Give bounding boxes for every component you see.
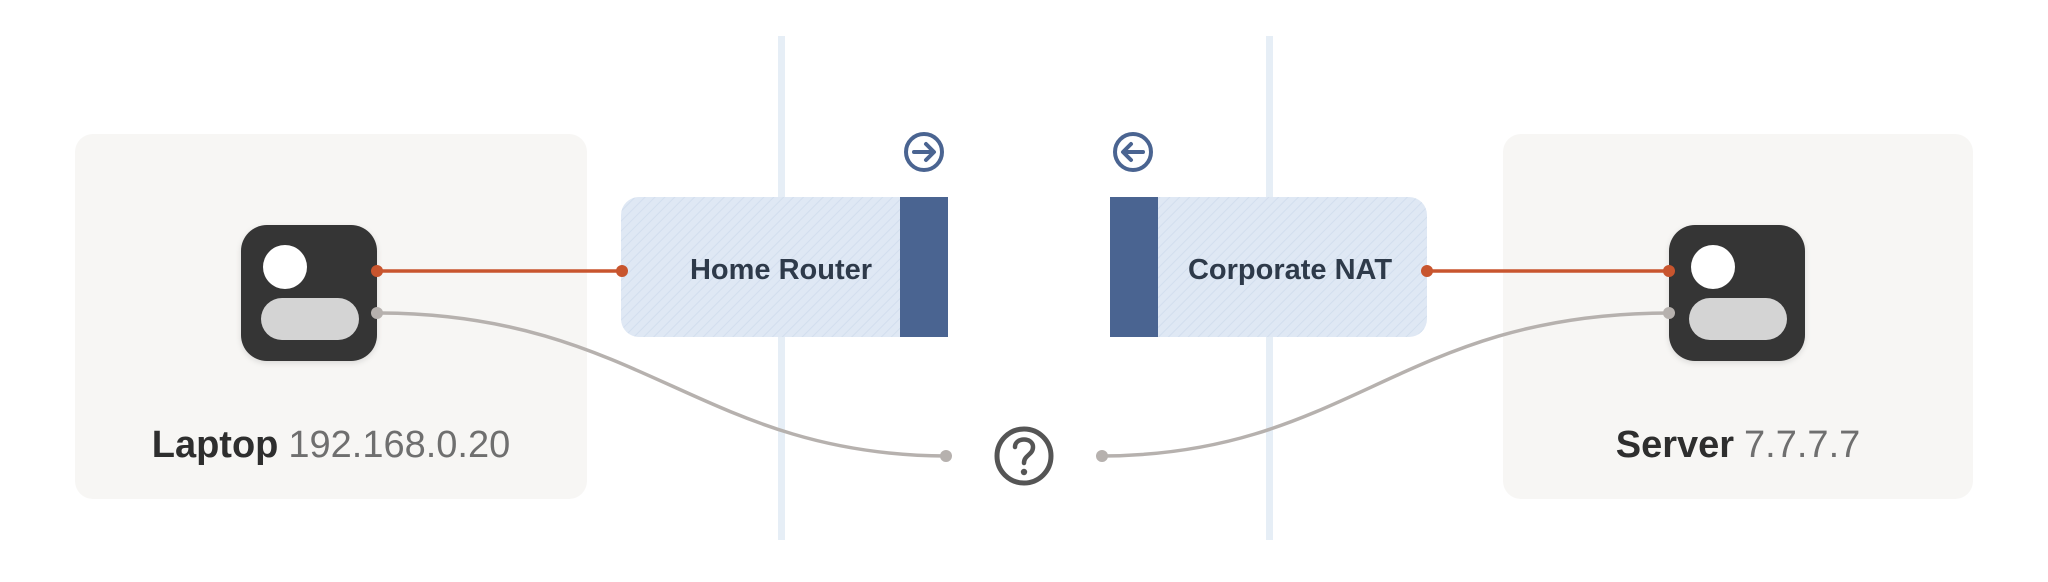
laptop-unknown-wire bbox=[376, 311, 947, 458]
arrow-left-circle-icon bbox=[1113, 132, 1153, 172]
wire-endpoint bbox=[1663, 265, 1675, 277]
wire-endpoint bbox=[940, 450, 952, 462]
question-circle-icon bbox=[994, 426, 1054, 486]
wire-endpoint bbox=[1663, 307, 1675, 319]
wire-endpoint bbox=[371, 265, 383, 277]
active-connections bbox=[371, 265, 1675, 277]
server-ip: 7.7.7.7 bbox=[1744, 424, 1860, 466]
home-router-bar bbox=[900, 197, 948, 337]
laptop-ip: 192.168.0.20 bbox=[288, 424, 510, 466]
home-router-label: Home Router bbox=[690, 254, 872, 286]
unknown-connections bbox=[371, 307, 1675, 462]
corporate-nat-label: Corporate NAT bbox=[1188, 254, 1392, 286]
corporate-nat-box bbox=[1110, 197, 1427, 337]
corporate-nat-bar bbox=[1110, 197, 1158, 337]
computer-icon bbox=[1669, 225, 1805, 361]
computer-icon bbox=[241, 225, 377, 361]
home-router-box bbox=[621, 197, 948, 337]
corporate-nat-node: Corporate NAT bbox=[1110, 132, 1427, 337]
wire-endpoint bbox=[616, 265, 628, 277]
wire-endpoint bbox=[371, 307, 383, 319]
server-unknown-wire bbox=[1101, 311, 1670, 458]
home-router-node: Home Router bbox=[621, 132, 948, 337]
arrow-right-circle-icon bbox=[904, 132, 944, 172]
wire-endpoint bbox=[1421, 265, 1433, 277]
laptop-name: Laptop bbox=[152, 424, 279, 466]
server-name: Server bbox=[1616, 424, 1735, 466]
wire-endpoint bbox=[1096, 450, 1108, 462]
